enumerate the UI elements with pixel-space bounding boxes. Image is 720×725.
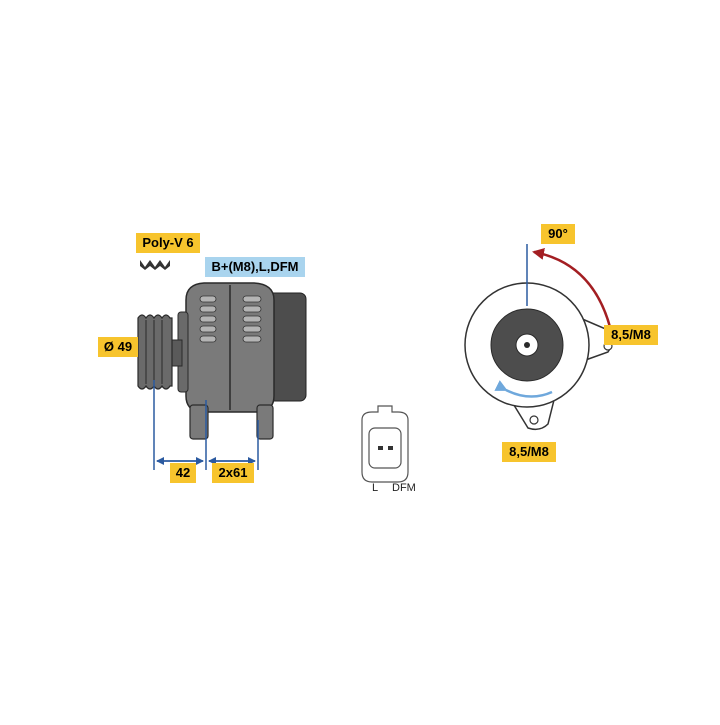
diameter-label: Ø 49 [98,337,138,357]
rotation-arrow-icon [494,380,553,398]
dim-2x61-label: 2x61 [212,463,254,483]
mount-right-label: 8,5/M8 [604,325,658,345]
alternator-side-view [137,282,307,440]
connector-plug-icon [361,405,409,483]
dim-42-label: 42 [170,463,196,483]
alternator-front-view [464,282,613,431]
poly-v-belt-icon [140,260,170,270]
pulley-label: Poly-V 6 [136,233,200,253]
dimension-lines [153,380,259,470]
angle-label: 90° [541,224,575,244]
pin-l-label: L [372,482,379,494]
terminals-label: B+(M8),L,DFM [205,257,305,277]
mount-bottom-label: 8,5/M8 [502,442,556,462]
angle-indicator [526,244,614,336]
pin-dfm-label: DFM [392,482,416,494]
